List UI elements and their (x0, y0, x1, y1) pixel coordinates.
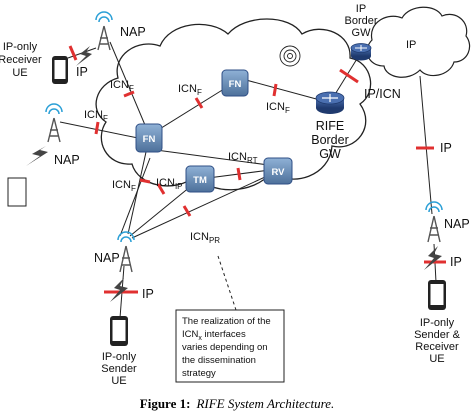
marker-icnf-low (139, 178, 151, 184)
link-fnTop-rife (245, 79, 321, 101)
link-napBottom-fn2 (119, 157, 151, 237)
marker-icnrt (236, 167, 242, 181)
note-line-5: strategy (182, 368, 216, 379)
label-sr-1: IP-only (420, 317, 455, 329)
label-ip-icn: IP/ICN (364, 87, 401, 101)
label-sender-2: Sender (101, 363, 137, 375)
marker-icnf-top-link (123, 90, 135, 98)
phone-icon-sender-receiver (428, 280, 446, 310)
label-ipborder-2: Border (344, 15, 377, 27)
phone-icon-receiver (52, 56, 68, 84)
label-ip-top: IP (76, 65, 88, 79)
label-sr-3: Receiver (415, 341, 459, 353)
node-fn-left: FN (135, 123, 163, 153)
node-fn-left-label: FN (143, 134, 156, 145)
link-fn-fnTop (149, 83, 233, 136)
label-icnf-2: ICNF (178, 83, 202, 97)
link-fn-rv (155, 149, 277, 167)
marker-icnf-fn-fnTop (194, 97, 204, 109)
link-napBottom-tm (129, 181, 197, 237)
note-pointer (217, 255, 237, 311)
label-rife-1: RIFE (316, 119, 344, 133)
marker-icnf-fnTop-rife (272, 83, 278, 97)
marker-ip-top (68, 45, 78, 61)
note-box: The realization of the ICNx interfaces v… (175, 309, 285, 383)
label-receiver-2: Receiver (0, 54, 42, 66)
lightning-icon-top (76, 46, 92, 66)
label-ipborder-1: IP (356, 3, 366, 15)
lightning-icon-right (424, 246, 442, 270)
label-sender-1: IP-only (102, 351, 137, 363)
label-nap-bottom: NAP (94, 251, 120, 265)
link-fn-napTop (109, 41, 146, 126)
ip-border-router-icon (350, 43, 372, 61)
tower-icon-right (425, 201, 443, 243)
label-ip-cloud: IP (406, 39, 416, 51)
label-receiver-3: UE (12, 67, 27, 79)
caption-prefix: Figure 1: (140, 396, 191, 411)
lightning-icon-left (26, 146, 48, 166)
node-tm-label: TM (193, 175, 207, 186)
node-rv-label: RV (271, 167, 285, 178)
figure-caption: Figure 1: RIFE System Architecture. (140, 396, 334, 411)
label-icnpr: ICNPR (190, 231, 220, 245)
label-rife-3: GW (319, 147, 341, 161)
node-fn-top-label: FN (229, 79, 242, 90)
marker-icnpr (182, 205, 192, 217)
note-line-2: ICNx interfaces (182, 329, 246, 342)
label-icnrt: ICNRT (228, 151, 258, 165)
node-tm: TM (185, 165, 215, 193)
label-sr-4: UE (429, 353, 444, 365)
label-ipborder-3: GW (352, 27, 372, 39)
rife-router-icon (315, 91, 345, 114)
phone-icon-sender (110, 316, 128, 346)
caption-title: RIFE System Architecture. (195, 396, 334, 411)
label-icnip: ICNIP (156, 177, 183, 191)
tower-icon-top (95, 11, 113, 51)
note-line-3: varies depending on (182, 342, 268, 353)
label-nap-right: NAP (444, 217, 470, 231)
link-fn-napLeft (59, 121, 139, 139)
node-fn-top: FN (221, 69, 249, 97)
ip-cloud (366, 6, 471, 78)
label-sender-3: UE (111, 375, 126, 387)
label-receiver-1: IP-only (3, 41, 38, 53)
label-icnf-left: ICNF (84, 109, 108, 123)
tower-icon-bottom (117, 231, 135, 273)
label-ip-right: IP (440, 141, 452, 155)
node-rv: RV (263, 157, 293, 185)
marker-icnip (156, 183, 166, 195)
spiral-icon (279, 45, 301, 67)
lightning-icon-bottom (110, 278, 128, 302)
marker-ipicn (339, 68, 359, 84)
note-line-1: The realization of the (182, 316, 271, 327)
label-ip-right-bottom: IP (450, 255, 462, 269)
label-icnf-low: ICNF (112, 179, 136, 193)
label-nap-left: NAP (54, 153, 80, 167)
link-ipcloud-napRight (419, 75, 433, 215)
label-nap-top: NAP (120, 25, 146, 39)
tower-icon-left (45, 103, 63, 143)
marker-icnf-left (94, 121, 100, 135)
icn-core-cloud (95, 18, 372, 191)
label-ip-bottom: IP (142, 287, 154, 301)
label-icnf-1: ICNF (110, 79, 134, 93)
device-box-left (7, 177, 27, 207)
label-icnf-3: ICNF (266, 101, 290, 115)
note-line-4: the dissemination (182, 355, 256, 366)
link-napBottom-rv (131, 171, 277, 239)
interface-markers (68, 45, 446, 294)
label-sr-2: Sender & (414, 329, 461, 341)
label-rife-2: Border (311, 133, 349, 147)
